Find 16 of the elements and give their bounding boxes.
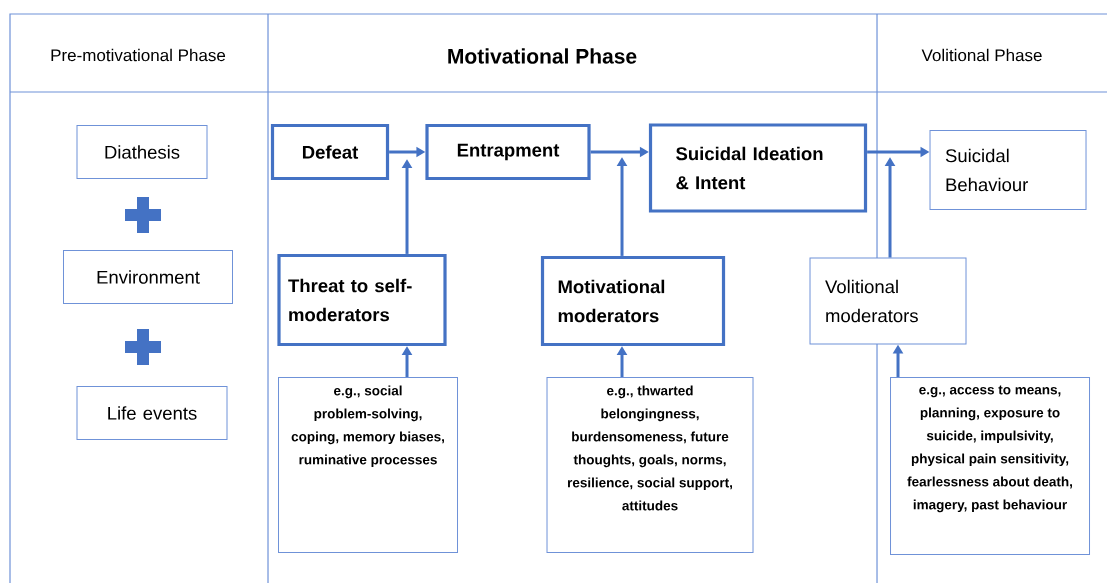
example-box: e.g., access to means, planning, exposure to suicide, impulsivity, physical pain sensitivity, fearlessness about death, imagery, past behaviour (890, 377, 1090, 555)
bold-box: Suicidal Ideation & Intent (648, 123, 868, 213)
text-box: Diathesis (76, 125, 208, 179)
phase-heading: Volitional Phase (921, 48, 1042, 62)
example-box: e.g., thwarted belongingness, burdensomeness, future thoughts, goals, norms, resilience, social support, attitudes (546, 377, 754, 553)
text-box: Volitional moderators (809, 257, 967, 345)
bold-box: Threat to self-moderators (277, 253, 447, 347)
phase-heading: Pre-motivational Phase (51, 48, 226, 62)
text-box: Suicidal Behaviour (929, 130, 1087, 210)
bold-box: Defeat (270, 123, 390, 181)
text-box: Life events (76, 386, 228, 440)
phase-heading: Motivational Phase (448, 48, 637, 64)
bold-box: Entrapment (425, 123, 591, 181)
bold-box: Motivational moderators (540, 255, 726, 347)
text-box: Environment (63, 250, 233, 304)
example-box: e.g., social problem-solving, coping, memory biases, ruminative processes (278, 377, 458, 553)
